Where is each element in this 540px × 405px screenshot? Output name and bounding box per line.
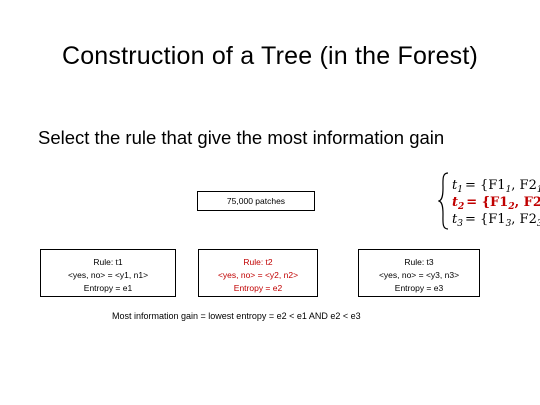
rule-def-row: t3= {F13, F23 bbox=[452, 212, 540, 229]
rule-node-t2: Rule: t2 <yes, no> = <y2, n2> Entropy = … bbox=[198, 249, 318, 297]
rule-condition: <yes, no> = <y1, n1> bbox=[67, 270, 149, 280]
rule-entropy: Entropy = e3 bbox=[394, 283, 444, 293]
rule-name: Rule: t2 bbox=[243, 257, 273, 267]
rule-def-row-highlighted: t2= {F12, F22 bbox=[452, 195, 540, 212]
slide-subtitle: Select the rule that give the most infor… bbox=[38, 127, 445, 148]
rule-name: Rule: t3 bbox=[404, 257, 434, 267]
rule-condition: <yes, no> = <y3, n3> bbox=[378, 270, 460, 280]
rule-node-t1: Rule: t1 <yes, no> = <y1, n1> Entropy = … bbox=[40, 249, 176, 297]
left-brace-icon bbox=[438, 172, 449, 230]
rule-def-row: t1= {F11, F21 bbox=[452, 178, 540, 195]
rule-condition: <yes, no> = <y2, n2> bbox=[217, 270, 299, 280]
conclusion-text: Most information gain = lowest entropy =… bbox=[112, 311, 361, 321]
rule-entropy: Entropy = e2 bbox=[233, 283, 283, 293]
root-node: 75,000 patches bbox=[197, 191, 315, 211]
rule-entropy: Entropy = e1 bbox=[83, 283, 133, 293]
rule-node-t3: Rule: t3 <yes, no> = <y3, n3> Entropy = … bbox=[358, 249, 480, 297]
rule-name: Rule: t1 bbox=[93, 257, 123, 267]
rule-definitions: t1= {F11, F21 t2= {F12, F22 t3= {F13, F2… bbox=[438, 172, 540, 230]
slide-title: Construction of a Tree (in the Forest) bbox=[61, 42, 479, 70]
